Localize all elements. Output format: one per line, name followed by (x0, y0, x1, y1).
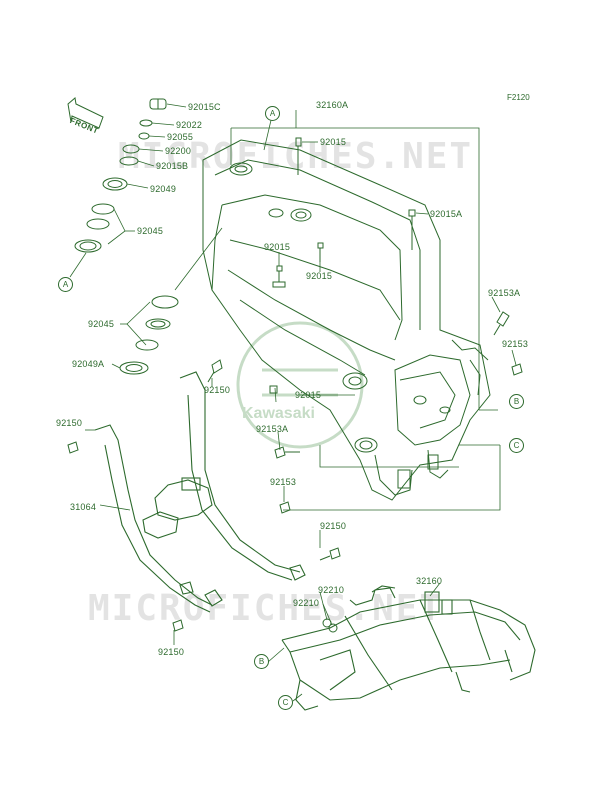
part-label-92045-mid: 92045 (88, 319, 115, 329)
callout-a-left: A (58, 277, 73, 292)
figure-code: F2120 (507, 93, 530, 102)
steering-bearing-stack (74, 98, 179, 375)
watermark-top: MICROFICHES.NET (118, 136, 474, 177)
leader-lines-lower (85, 141, 517, 702)
callout-c-right: C (509, 438, 524, 453)
part-label-92049: 92049 (150, 184, 177, 194)
part-label-92153-center: 92153 (270, 477, 297, 487)
part-label-92049a: 92049A (72, 359, 105, 369)
part-label-92150-upper: 92150 (204, 385, 231, 395)
part-label-92015-center: 92015 (306, 271, 333, 281)
part-label-92150-left: 92150 (56, 418, 83, 428)
part-label-92150-right: 92150 (320, 521, 347, 531)
part-label-32160: 32160 (416, 576, 443, 586)
part-label-92015c: 92015C (188, 102, 221, 112)
sub-frame-lower (281, 585, 536, 711)
part-label-92015a: 92015A (430, 209, 463, 219)
frame-reference-box (230, 110, 501, 511)
watermark-bottom: MICROFICHES.NET (88, 588, 444, 629)
callout-b-lower: B (254, 654, 269, 669)
part-label-92055: 92055 (167, 132, 194, 142)
down-tube-assembly (94, 371, 306, 613)
part-label-92210-a: 92210 (318, 585, 345, 595)
main-frame-upper (202, 139, 491, 501)
callout-c-lower: C (278, 695, 293, 710)
part-label-92153-right: 92153 (502, 339, 529, 349)
leader-lines-left (69, 103, 223, 369)
part-label-92210-b: 92210 (293, 598, 320, 608)
part-label-31064: 31064 (70, 502, 97, 512)
callout-a-top: A (265, 106, 280, 121)
part-label-92200: 92200 (165, 146, 192, 156)
part-label-92015b: 92015B (156, 161, 189, 171)
part-label-92022: 92022 (176, 120, 203, 130)
part-label-92153a-left: 92153A (256, 424, 289, 434)
bolts (67, 137, 523, 633)
part-label-92153a-right: 92153A (488, 288, 521, 298)
part-label-92015-top: 92015 (320, 137, 347, 147)
part-label-92045-top: 92045 (137, 226, 164, 236)
kawasaki-logo-text: Kawasaki (242, 405, 315, 422)
part-label-92015-lower: 92015 (295, 390, 322, 400)
part-label-92015-left: 92015 (264, 242, 291, 252)
part-label-92150-bottom: 92150 (158, 647, 185, 657)
part-label-32160a: 32160A (316, 100, 349, 110)
callout-b-right: B (509, 394, 524, 409)
front-arrow-icon (67, 97, 104, 129)
